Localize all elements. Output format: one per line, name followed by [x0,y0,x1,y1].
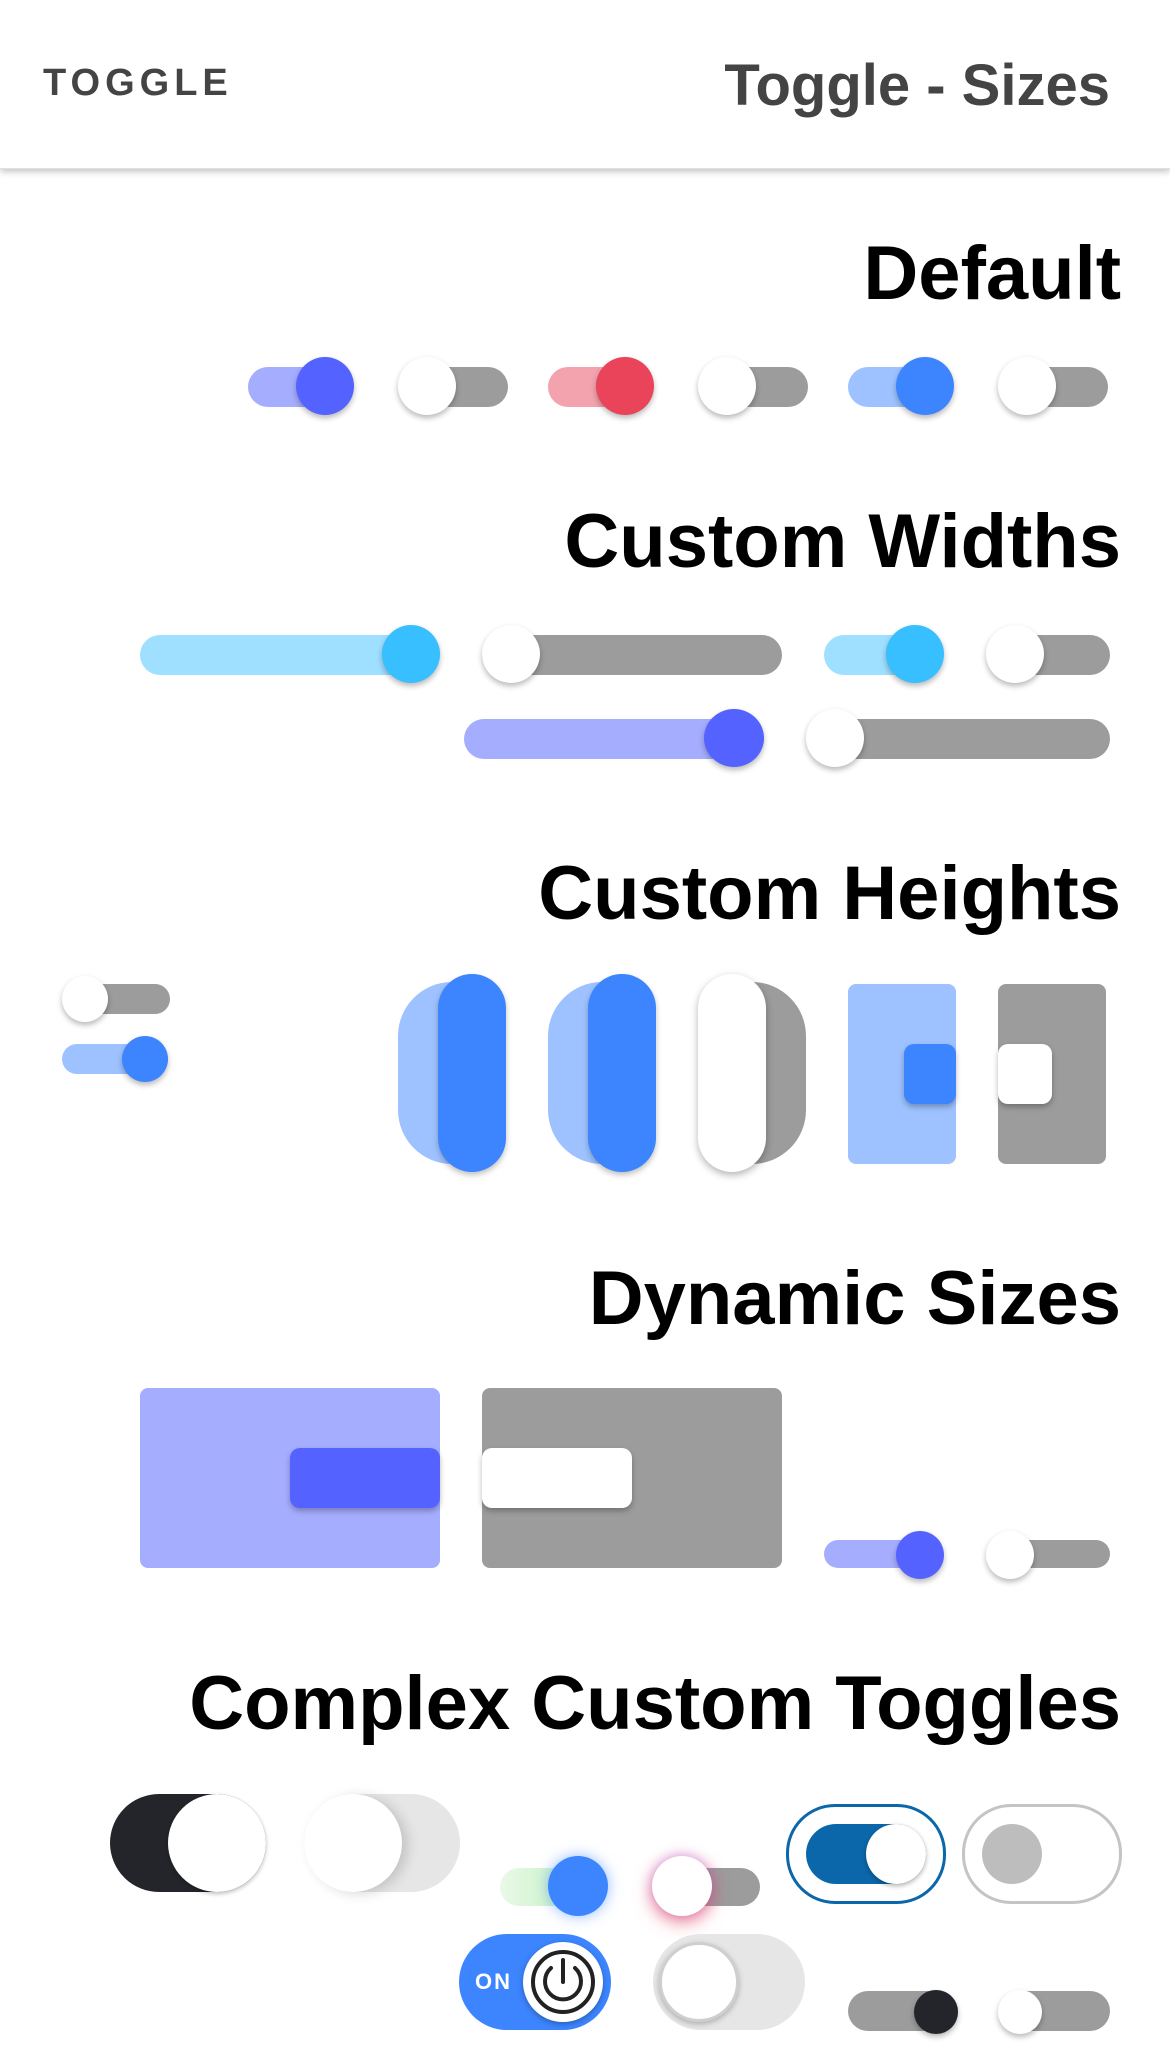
complex-toggle-outlined-off[interactable] [962,1804,1122,1904]
complex-toggle-outlined-on[interactable] [786,1804,946,1904]
complex-toggle-power-on[interactable]: ON [459,1934,611,2030]
custom-height-toggle-tall-on-1[interactable] [398,974,508,1174]
page-title: Toggle - Sizes [724,53,1110,118]
header-section-label: TOGGLE [43,62,233,104]
default-toggle-blue[interactable] [848,354,960,420]
dynamic-toggle-large-on[interactable] [140,1388,442,1570]
custom-height-toggle-square-off[interactable] [998,984,1108,1164]
custom-height-toggle-tall-on-2[interactable] [548,974,658,1174]
dynamic-toggle-large-off[interactable] [482,1388,784,1570]
default-toggle-off-2[interactable] [698,354,810,420]
custom-width-toggle-wide-on[interactable] [140,622,442,688]
custom-width-toggle-medium-on[interactable] [464,706,766,772]
dynamic-toggle-small-off[interactable] [986,1528,1110,1582]
section-title-complex: Complex Custom Toggles [189,1661,1121,1746]
custom-height-toggle-tall-off[interactable] [698,974,808,1174]
custom-width-toggle-short-off[interactable] [986,622,1110,688]
complex-toggle-light-off[interactable] [304,1794,460,1892]
complex-toggle-small-light-off[interactable] [998,1986,1112,2038]
custom-width-toggle-medium-off[interactable] [806,706,1110,772]
section-title-dynamic-sizes: Dynamic Sizes [588,1256,1121,1341]
app-header: TOGGLE Toggle - Sizes [0,0,1170,169]
complex-toggle-glow-off[interactable] [650,1852,762,1920]
section-title-custom-heights: Custom Heights [538,851,1121,936]
on-label: ON [475,1969,512,1994]
power-icon [531,1950,595,2014]
default-toggle-indigo[interactable] [248,354,360,420]
complex-toggle-dark-on[interactable] [110,1794,266,1892]
section-title-custom-widths: Custom Widths [564,499,1121,584]
dynamic-toggle-small-on[interactable] [824,1528,946,1582]
complex-toggle-power-off[interactable] [653,1934,805,2030]
section-title-default: Default [863,231,1121,316]
default-toggle-red[interactable] [548,354,660,420]
custom-height-toggle-small-on[interactable] [62,1036,174,1086]
custom-height-toggle-small-off[interactable] [62,976,174,1026]
custom-height-toggle-square-on[interactable] [848,984,958,1164]
default-toggle-off-1[interactable] [398,354,510,420]
custom-width-toggle-short-on[interactable] [824,622,946,688]
complex-toggle-glow-on[interactable] [500,1852,612,1920]
default-toggle-off-3[interactable] [998,354,1110,420]
custom-width-toggle-wide-off[interactable] [482,622,784,688]
complex-toggle-small-dark-on[interactable] [848,1986,962,2038]
